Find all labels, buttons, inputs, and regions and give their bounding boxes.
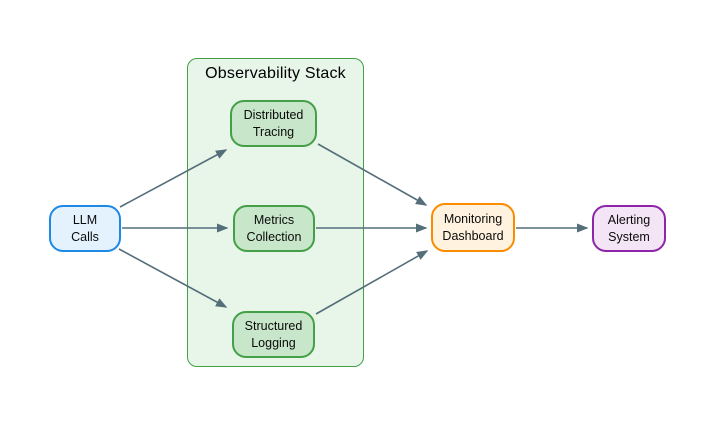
node-distributed-tracing: Distributed Tracing	[230, 100, 317, 147]
node-alerting-system: Alerting System	[592, 205, 666, 252]
node-monitoring-dashboard: Monitoring Dashboard	[431, 203, 515, 252]
cluster-title: Observability Stack	[205, 65, 346, 82]
node-structured-logging: Structured Logging	[232, 311, 315, 358]
node-metrics-collection: Metrics Collection	[233, 205, 315, 252]
node-llm-calls: LLM Calls	[49, 205, 121, 252]
